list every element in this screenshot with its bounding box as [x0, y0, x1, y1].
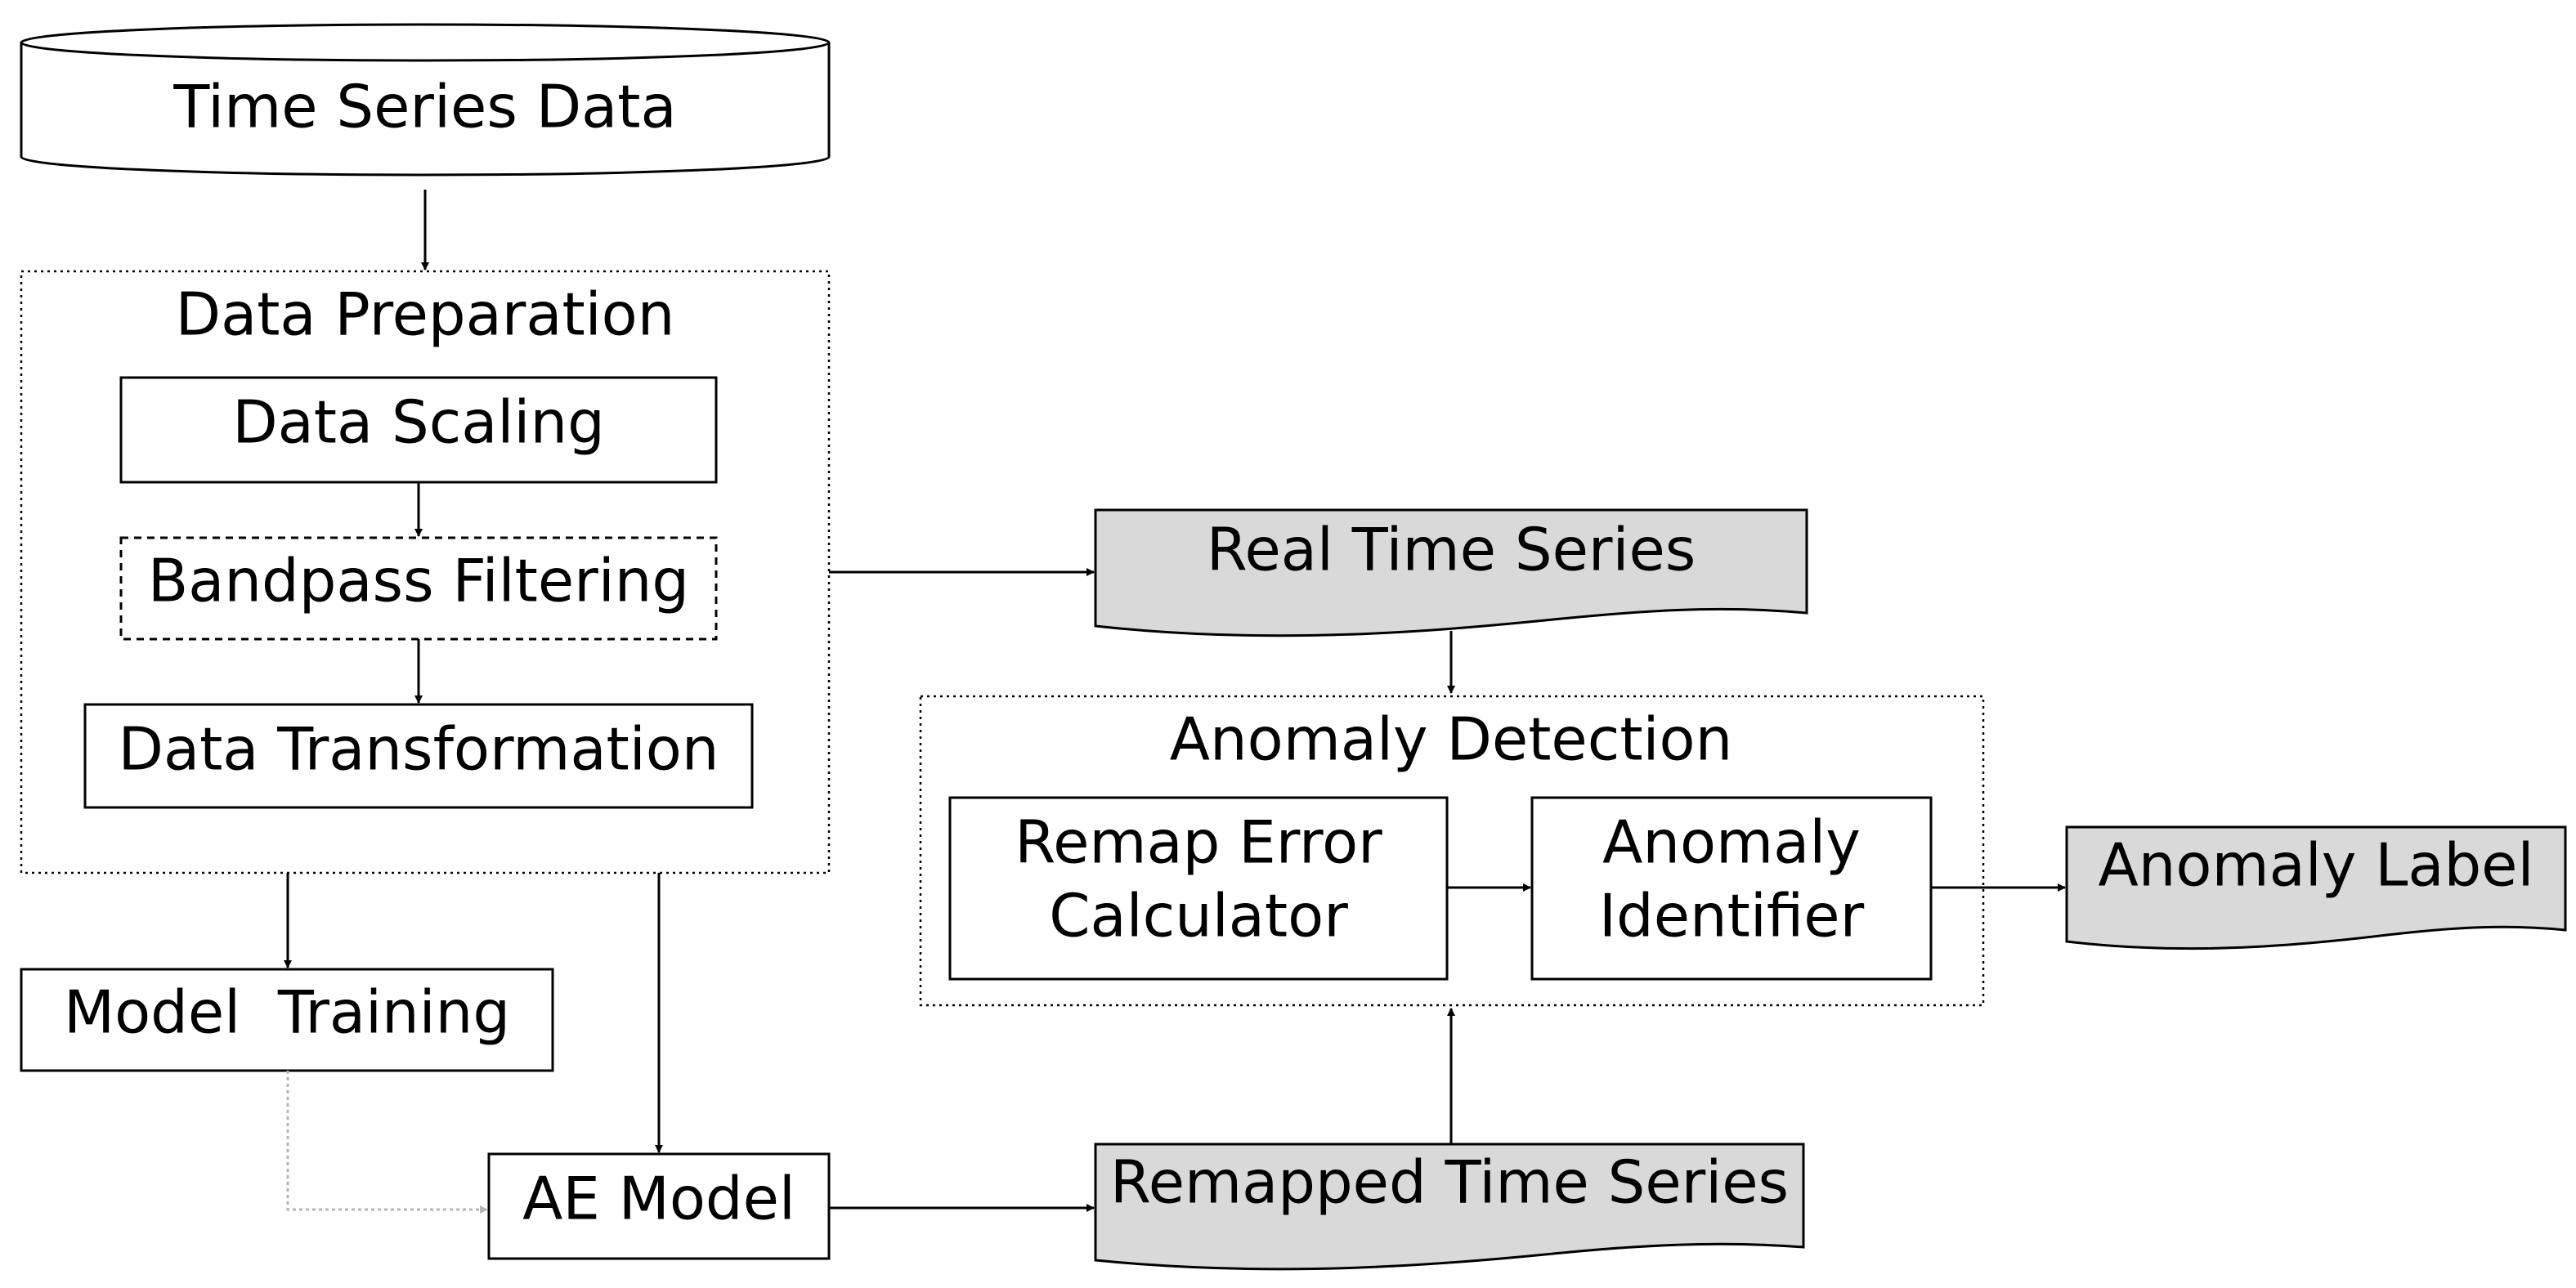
anomaly-detection-label: Anomaly Detection	[1170, 705, 1732, 774]
remap-error-label-line2: Calculator	[1049, 882, 1348, 950]
anomaly-identifier-box	[1530, 796, 1933, 981]
model-training-box	[20, 968, 554, 1072]
remap-error-calculator-box	[948, 796, 1449, 981]
model-training-label: Model Training	[64, 978, 510, 1047]
time-series-data-label: Time Series Data	[172, 73, 676, 141]
remapped-time-series-shape	[1094, 1143, 1805, 1271]
real-time-series-shape	[1094, 508, 1808, 637]
bandpass-filtering-label: Bandpass Filtering	[148, 547, 689, 615]
anomaly-identifier-label-line2: Identifier	[1599, 882, 1865, 950]
data-transformation-box	[83, 703, 754, 809]
arrow-training-to-ae-model	[286, 1071, 488, 1214]
anomaly-label-text: Anomaly Label	[2099, 831, 2534, 900]
anomaly-detection-group: Anomaly Detection Remap Error Calculator…	[919, 695, 1985, 1007]
bandpass-filtering-box	[119, 536, 718, 641]
anomaly-label-node: Anomaly Label	[2065, 825, 2567, 950]
data-transformation-label: Data Transformation	[119, 715, 719, 784]
remapped-time-series-label: Remapped Time Series	[1110, 1148, 1789, 1217]
data-scaling-box	[119, 376, 718, 484]
anomaly-label-shape	[2065, 825, 2567, 950]
data-preparation-label: Data Preparation	[176, 280, 675, 349]
data-scaling-label: Data Scaling	[232, 388, 605, 457]
anomaly-identifier-label-line1: Anomaly	[1602, 808, 1861, 877]
remap-error-label-line1: Remap Error	[1015, 808, 1382, 877]
remapped-time-series-node: Remapped Time Series	[1094, 1143, 1805, 1271]
real-time-series-label: Real Time Series	[1207, 516, 1696, 584]
data-preparation-group: Data Preparation Data Scaling Bandpass F…	[20, 270, 831, 874]
ae-model-label: AE Model	[522, 1165, 795, 1233]
real-time-series-node: Real Time Series	[1094, 508, 1808, 637]
time-series-data-node: Time Series Data	[20, 23, 831, 177]
ae-model-box	[487, 1152, 831, 1260]
